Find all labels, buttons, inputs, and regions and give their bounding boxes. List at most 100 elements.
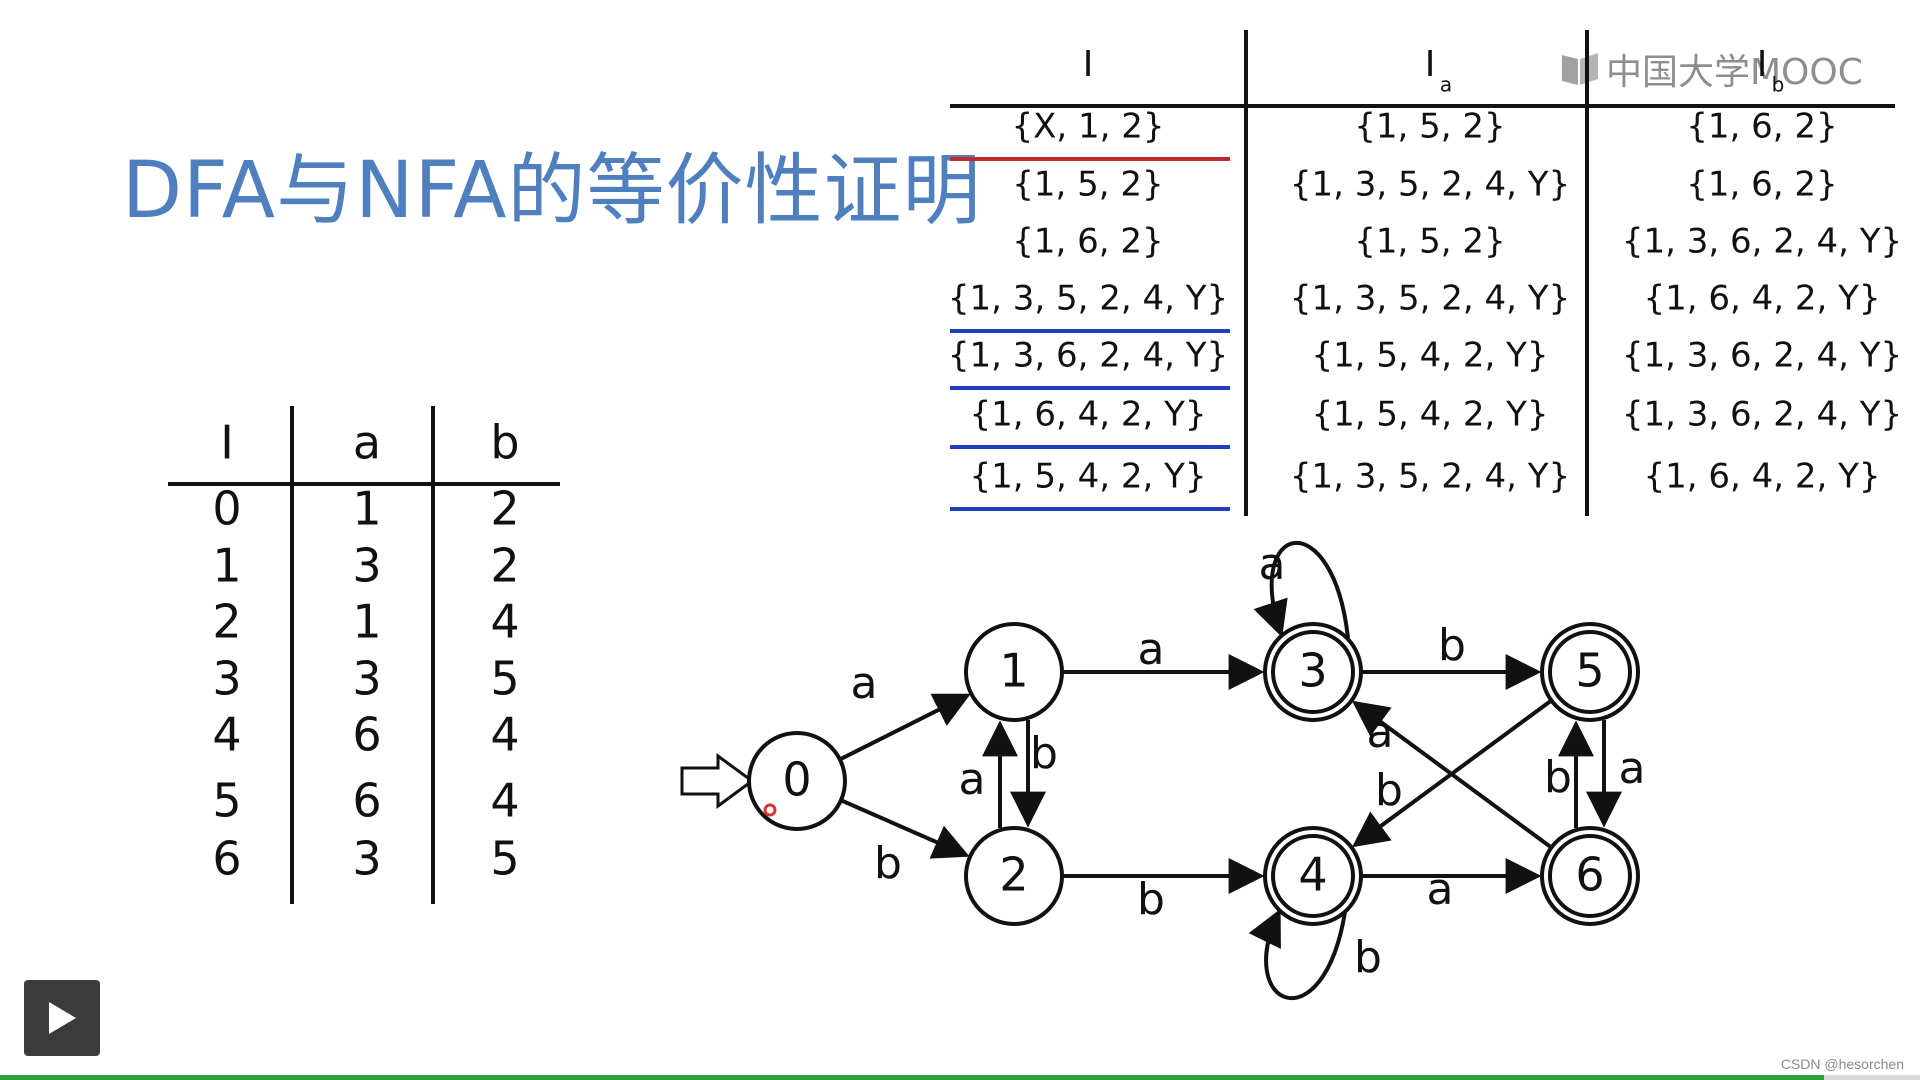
- subset-cell-r5-c0: {1, 6, 4, 2, Y}: [969, 395, 1206, 435]
- subset-cell-r2-c0: {1, 6, 2}: [1012, 222, 1163, 262]
- slide-title: DFA与NFA的等价性证明: [122, 146, 982, 236]
- transition-edge-6-3: [1351, 700, 1553, 850]
- subset-cell-r5-c1: {1, 5, 4, 2, Y}: [1311, 395, 1548, 435]
- watermark: CSDN @hesorchen: [1780, 1056, 1904, 1072]
- state-accept-ring-3: [1271, 630, 1355, 714]
- state-cell-r2-c2: 4: [490, 595, 519, 649]
- transition-label-6-3: a: [1367, 707, 1394, 758]
- state-cell-r0-c1: 1: [352, 482, 381, 536]
- subset-cell-r6-c0: {1, 5, 4, 2, Y}: [969, 457, 1206, 497]
- state-cell-r4-c0: 4: [212, 708, 241, 762]
- subset-cell-r1-c0: {1, 5, 2}: [1012, 165, 1163, 205]
- state-accept-ring-6: [1548, 834, 1632, 918]
- state-label-4: 4: [1298, 848, 1327, 902]
- state-cell-r0-c2: 2: [490, 482, 519, 536]
- transition-label-2-4: b: [1137, 874, 1165, 925]
- subset-cell-r0-c1: {1, 5, 2}: [1354, 107, 1505, 147]
- transition-edge-3-3: [1253, 540, 1350, 639]
- subset-cell-r0-c2: {1, 6, 2}: [1686, 107, 1837, 147]
- start-arrow: [680, 753, 755, 809]
- state-node-2: 2: [964, 826, 1064, 926]
- subset-cell-r1-c2: {1, 6, 2}: [1686, 165, 1837, 205]
- state-accept-ring-4: [1271, 834, 1355, 918]
- transition-label-1-3: a: [1138, 624, 1165, 675]
- state-cell-r3-c0: 3: [212, 652, 241, 706]
- transition-label-5-6: a: [1619, 743, 1646, 794]
- state-node-3: 3: [1263, 622, 1363, 722]
- state-label-3: 3: [1298, 644, 1327, 698]
- state-cell-r0-c0: 0: [212, 482, 241, 536]
- state-header-1: a: [353, 416, 381, 470]
- transition-label-3-3: a: [1259, 539, 1286, 590]
- progress-bar[interactable]: [0, 1075, 1920, 1080]
- state-node-1: 1: [964, 622, 1064, 722]
- transition-label-3-5: b: [1438, 620, 1466, 671]
- transition-edge-0-2: [840, 798, 970, 859]
- subset-cell-r3-c0: {1, 3, 5, 2, 4, Y}: [948, 279, 1228, 319]
- state-cell-r5-c0: 5: [212, 774, 241, 828]
- progress-fill: [0, 1075, 1824, 1080]
- state-header-0: I: [220, 416, 234, 470]
- pointer-cursor: [763, 803, 777, 817]
- subset-cell-r1-c1: {1, 3, 5, 2, 4, Y}: [1290, 165, 1570, 205]
- transition-label-2-1: a: [959, 754, 986, 805]
- mooc-logo: 中国大学MOOC: [1560, 44, 1863, 94]
- transition-label-4-6: a: [1427, 864, 1454, 915]
- play-button[interactable]: [24, 980, 100, 1056]
- state-cell-r3-c2: 5: [490, 652, 519, 706]
- subset-cell-r4-c2: {1, 3, 6, 2, 4, Y}: [1622, 336, 1902, 376]
- state-cell-r6-c0: 6: [212, 832, 241, 886]
- state-circle-2: [964, 826, 1064, 926]
- subset-header-1: I: [1425, 44, 1436, 85]
- subset-cell-r4-c0: {1, 3, 6, 2, 4, Y}: [948, 336, 1228, 376]
- subset-cell-r5-c2: {1, 3, 6, 2, 4, Y}: [1622, 395, 1902, 435]
- state-label-1: 1: [999, 644, 1028, 698]
- state-header-2: b: [490, 416, 519, 470]
- transition-label-1-2: b: [1030, 728, 1058, 779]
- state-circle-1: [964, 622, 1064, 722]
- subset-cell-r3-c2: {1, 6, 4, 2, Y}: [1643, 279, 1880, 319]
- subset-cell-r0-c0: {X, 1, 2}: [1011, 107, 1164, 147]
- subset-header-0: I: [1083, 44, 1094, 85]
- state-cell-r2-c1: 1: [352, 595, 381, 649]
- state-cell-r5-c2: 4: [490, 774, 519, 828]
- state-cell-r1-c1: 3: [352, 539, 381, 593]
- subset-cell-r2-c1: {1, 5, 2}: [1354, 222, 1505, 262]
- state-label-5: 5: [1575, 644, 1604, 698]
- subset-cell-r6-c1: {1, 3, 5, 2, 4, Y}: [1290, 457, 1570, 497]
- subset-cell-r6-c2: {1, 6, 4, 2, Y}: [1643, 457, 1880, 497]
- state-accept-ring-5: [1548, 630, 1632, 714]
- transition-label-4-4: b: [1354, 932, 1382, 983]
- state-node-0: 0: [747, 731, 847, 831]
- transition-label-6-5: b: [1544, 752, 1572, 803]
- state-node-4: 4: [1263, 826, 1363, 926]
- transition-edge-4-4: [1248, 908, 1347, 1001]
- state-cell-r4-c2: 4: [490, 708, 519, 762]
- subset-cell-r4-c1: {1, 5, 4, 2, Y}: [1311, 336, 1548, 376]
- state-node-5: 5: [1540, 622, 1640, 722]
- state-cell-r1-c0: 1: [212, 539, 241, 593]
- state-cell-r2-c0: 2: [212, 595, 241, 649]
- state-cell-r5-c1: 6: [352, 774, 381, 828]
- state-circle-4: [1263, 826, 1363, 926]
- state-circle-6: [1540, 826, 1640, 926]
- state-label-2: 2: [999, 848, 1028, 902]
- transition-label-0-2: b: [874, 838, 902, 889]
- transition-edge-0-1: [838, 693, 971, 762]
- state-cell-r3-c1: 3: [352, 652, 381, 706]
- state-cell-r4-c1: 6: [352, 708, 381, 762]
- subset-header-subscript-2: b: [1772, 73, 1785, 97]
- subset-cell-r3-c1: {1, 3, 5, 2, 4, Y}: [1290, 279, 1570, 319]
- state-cell-r6-c1: 3: [352, 832, 381, 886]
- state-cell-r1-c2: 2: [490, 539, 519, 593]
- transition-label-5-4: b: [1375, 765, 1403, 816]
- state-circle-3: [1263, 622, 1363, 722]
- state-circle-5: [1540, 622, 1640, 722]
- subset-cell-r2-c2: {1, 3, 6, 2, 4, Y}: [1622, 222, 1902, 262]
- transition-label-0-1: a: [851, 658, 878, 709]
- state-label-0: 0: [782, 753, 811, 807]
